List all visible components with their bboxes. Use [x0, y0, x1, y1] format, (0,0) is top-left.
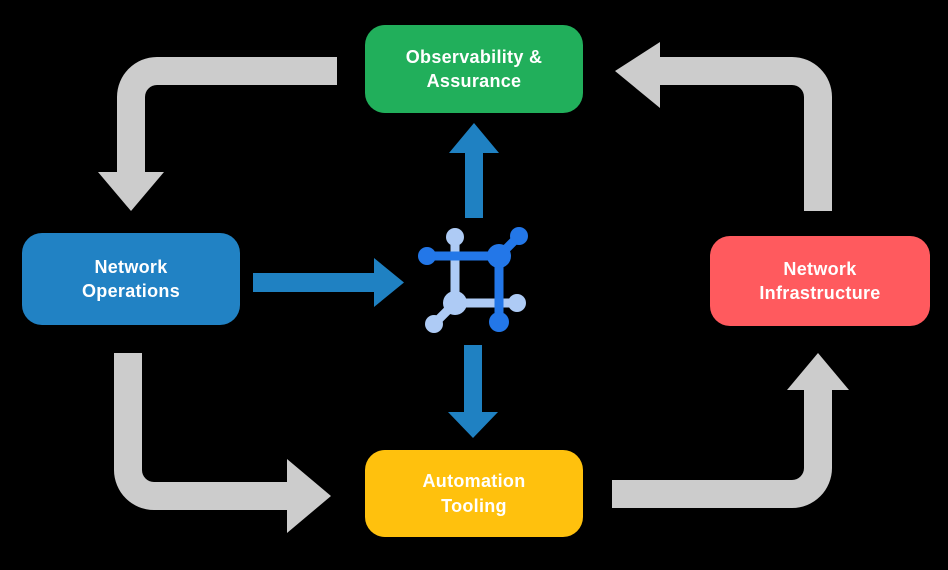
arrow-infrastructure-to-observability — [615, 42, 832, 211]
mesh-node-right-light — [508, 294, 526, 312]
mesh-hub-dark — [487, 244, 511, 268]
node-operations-label: Network Operations — [81, 256, 181, 301]
arrow-operations-to-hub — [253, 258, 404, 307]
mesh-node-bottom-dark — [489, 312, 509, 332]
arrow-operations-to-automation — [114, 353, 331, 533]
node-automation-label: Automation Tooling — [422, 471, 526, 516]
arrow-hub-to-observability — [449, 123, 499, 218]
node-observability-assurance: Observability & Assurance — [365, 25, 583, 113]
mesh-node-left-dark — [418, 247, 436, 265]
node-observability-label: Observability & Assurance — [405, 46, 543, 91]
mesh-node-diag-dark — [510, 227, 528, 245]
mesh-hub-light — [443, 291, 467, 315]
network-mesh-icon — [418, 227, 528, 333]
mesh-node-top-light — [446, 228, 464, 246]
node-network-operations: Network Operations — [22, 233, 240, 325]
arrow-automation-to-infrastructure — [612, 353, 849, 508]
node-automation-tooling: Automation Tooling — [365, 450, 583, 537]
mesh-node-diag-light — [425, 315, 443, 333]
arrow-observability-to-operations — [98, 57, 337, 211]
node-infrastructure-label: Network Infrastructure — [759, 258, 881, 303]
node-network-infrastructure: Network Infrastructure — [710, 236, 930, 326]
arrow-hub-to-automation — [448, 345, 498, 438]
